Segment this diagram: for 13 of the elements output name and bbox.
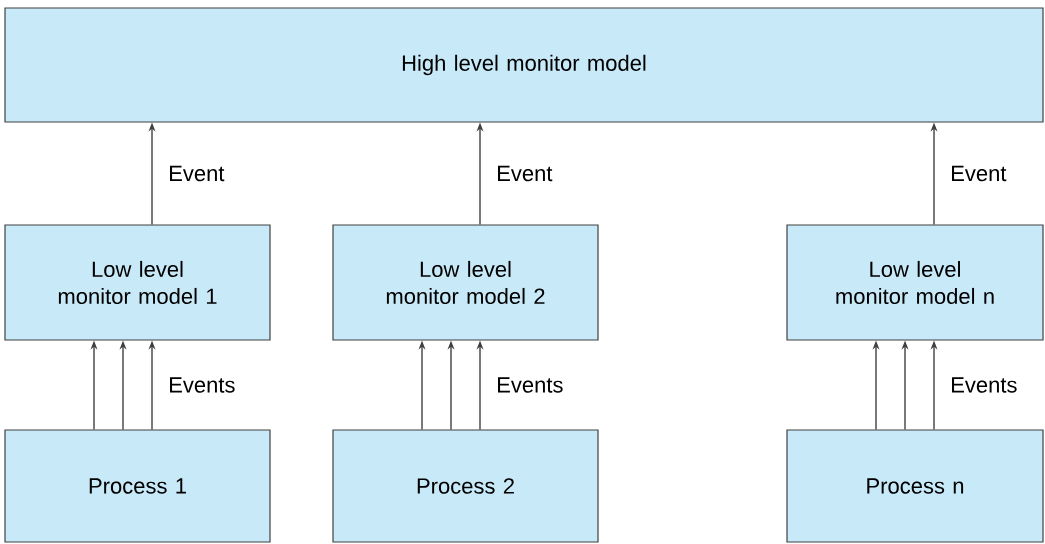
edge-label: Events: [170, 377, 235, 393]
monitor-box: High level monitor model: [4, 7, 1044, 123]
monitor-box: Low level monitor model 2: [332, 224, 599, 341]
process-box: Process 1: [4, 429, 271, 543]
monitor-box: Low level monitor model 1: [4, 224, 271, 341]
edge-label: Event: [170, 165, 225, 182]
process-box: Process n: [786, 429, 1044, 543]
monitor-box: Low level monitor model n: [786, 224, 1044, 341]
edge-label: Events: [952, 377, 1017, 393]
edge-label: Events: [498, 377, 563, 393]
edge-label: Event: [498, 165, 553, 182]
edge-label: Event: [952, 165, 1007, 182]
process-box: Process 2: [332, 429, 599, 543]
